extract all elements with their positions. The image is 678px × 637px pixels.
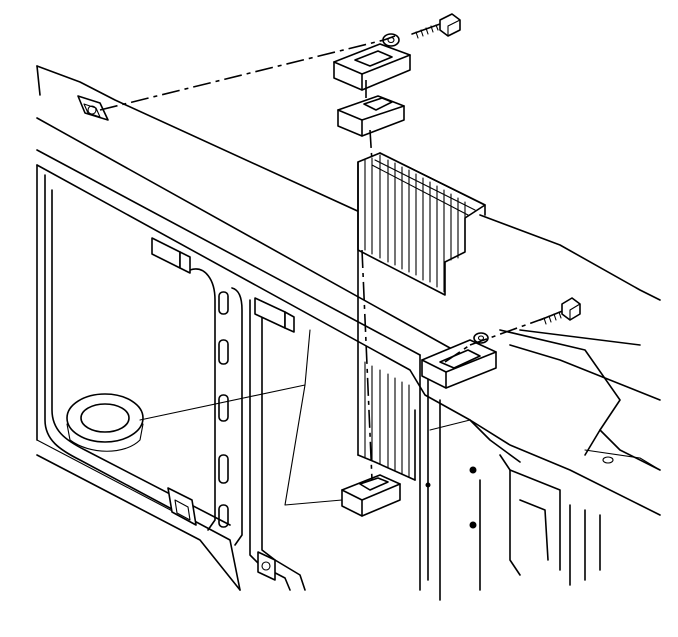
right-insulator-bracket [421,332,497,389]
alignment-lines [99,35,546,481]
lower-insulator-cushion [341,474,401,517]
callout-lines [139,329,343,506]
bracket-bolt-top [411,13,461,39]
bracket-bolt-right [539,297,581,325]
radiator-fins [364,154,466,478]
upper-insulator-bracket [333,43,411,91]
radiator-support-panel [36,65,661,601]
washer-top [382,33,400,47]
upper-insulator-cushion [337,95,405,137]
radiator-core [357,152,486,481]
